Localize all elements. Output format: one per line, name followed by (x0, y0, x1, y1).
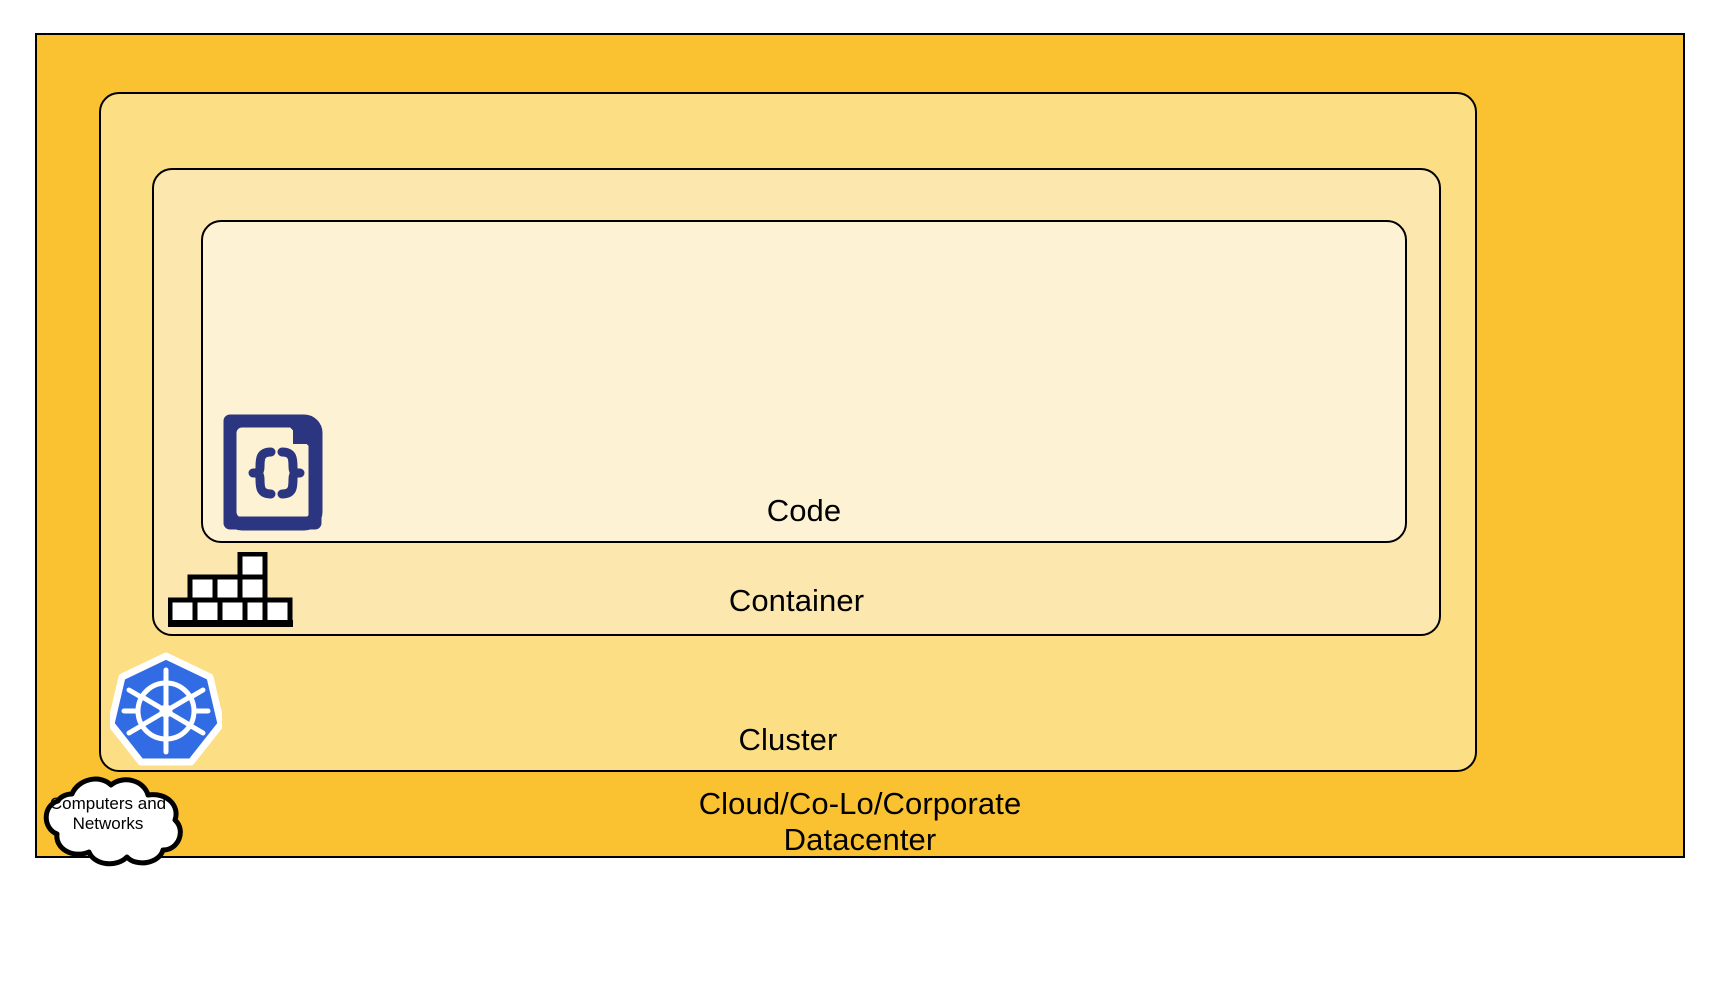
layer-label-code: Code (766, 493, 842, 528)
json-file-icon (219, 413, 327, 533)
layer-label-container: Container (728, 583, 865, 618)
layer-label-datacenter: Cloud/Co-Lo/Corporate Datacenter (698, 786, 1022, 858)
cloud-icon (28, 772, 188, 868)
container-blocks-icon (167, 551, 293, 628)
kubernetes-icon (107, 652, 225, 766)
layer-code (201, 220, 1407, 543)
layer-label-cluster: Cluster (738, 722, 838, 757)
